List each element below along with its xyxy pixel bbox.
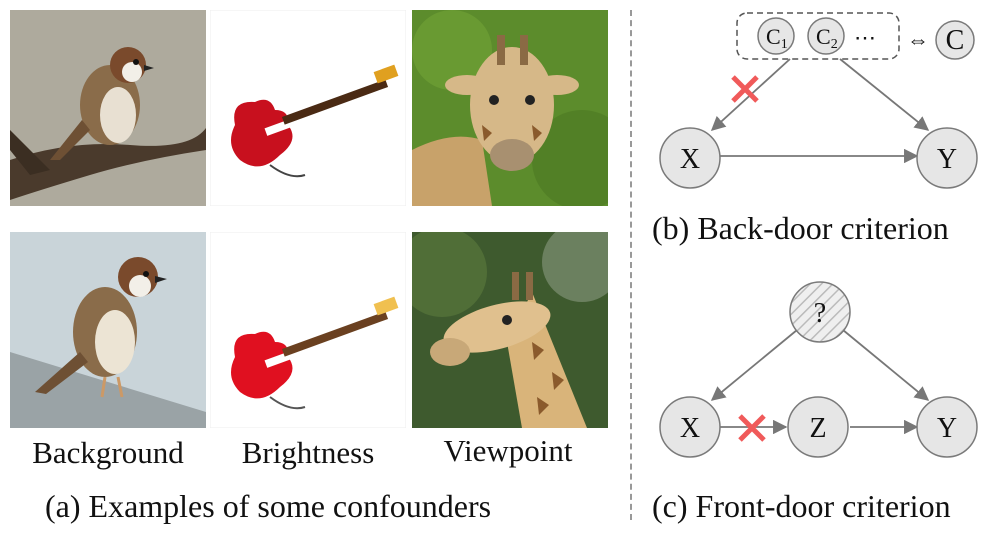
blocked-cross-icon xyxy=(731,75,759,103)
node-y-label: Y xyxy=(937,413,957,444)
caption-a: (a) Examples of some confounders xyxy=(45,488,492,524)
edge-c-to-y xyxy=(839,58,930,131)
caption-b: (b) Back-door criterion xyxy=(652,210,949,246)
node-x-label: X xyxy=(680,413,700,444)
panel-divider xyxy=(630,10,632,520)
equivalence-icon: ⇔ xyxy=(907,27,929,52)
photo-giraffe-front xyxy=(412,10,608,206)
node-z-label: Z xyxy=(809,413,826,444)
photo-guitar-bright xyxy=(210,10,406,206)
backdoor-diagram: C1 C2 ⋯ ⇔ C X Y xyxy=(659,12,978,189)
node-c2-label: C xyxy=(816,24,831,49)
node-c2-subscript: 2 xyxy=(831,37,838,52)
photo-guitar-dark xyxy=(210,232,406,428)
node-unknown xyxy=(789,281,851,343)
node-c-label: C xyxy=(946,25,965,56)
node-c1 xyxy=(757,17,795,55)
edge-u-to-y xyxy=(842,329,930,401)
node-c2 xyxy=(807,17,845,55)
blocked-cross-icon xyxy=(738,414,766,442)
node-y xyxy=(916,396,978,458)
label-background: Background xyxy=(32,435,184,470)
node-unknown-label: ? xyxy=(814,298,826,329)
caption-c: (c) Front-door criterion xyxy=(652,488,951,524)
node-x xyxy=(659,127,721,189)
svg-text:C1: C1 xyxy=(766,24,788,52)
svg-text:C2: C2 xyxy=(816,24,838,52)
node-c xyxy=(935,20,975,60)
node-x xyxy=(659,396,721,458)
node-c1-label: C xyxy=(766,24,781,49)
frontdoor-diagram: ? X Z Y xyxy=(659,281,978,458)
ellipsis-text: ⋯ xyxy=(854,25,876,50)
edge-u-to-x xyxy=(710,329,798,401)
photo-sparrow-branch xyxy=(10,10,206,206)
label-brightness: Brightness xyxy=(241,435,375,470)
node-z xyxy=(787,396,849,458)
confounder-set-box xyxy=(736,12,900,60)
node-y xyxy=(916,127,978,189)
photo-sparrow-ledge xyxy=(10,232,206,428)
node-y-label: Y xyxy=(937,144,957,175)
photo-giraffe-side xyxy=(412,232,608,428)
node-x-label: X xyxy=(680,144,700,175)
node-c1-subscript: 1 xyxy=(781,37,788,52)
label-viewpoint: Viewpoint xyxy=(443,433,573,468)
